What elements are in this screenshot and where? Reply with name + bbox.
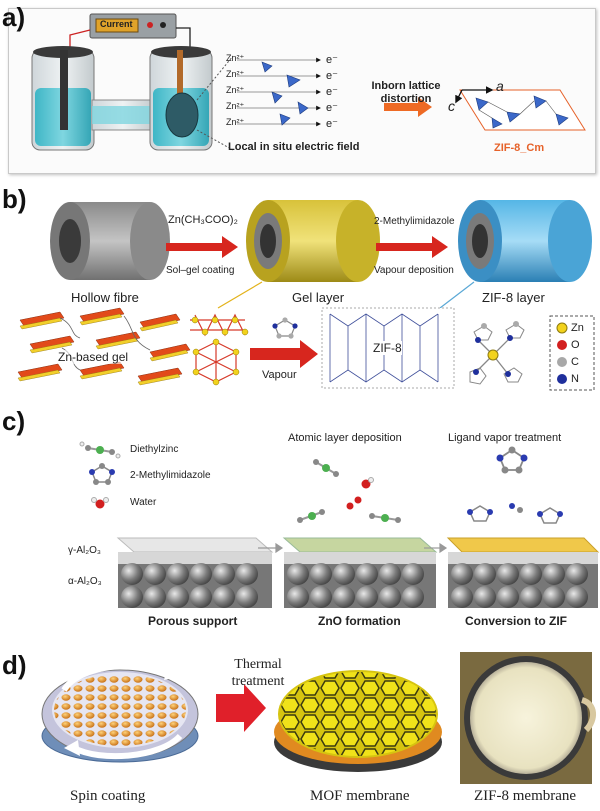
distortion-arrow (384, 97, 432, 117)
vapour-arrow (250, 340, 318, 368)
left-cell (31, 46, 95, 151)
spin-coating-disc (41, 662, 199, 763)
spin-coating-caption: Spin coating (70, 788, 146, 804)
step1-method: Sol–gel coating (166, 265, 235, 276)
ligand-molecules (467, 446, 563, 524)
electron-label: e⁻ (326, 86, 338, 98)
ligand-header: Ligand vapor treatment (448, 432, 562, 444)
legend-water (91, 497, 109, 509)
stage2-label: Gel layer (292, 290, 345, 305)
legend-c-label: C (571, 356, 579, 368)
ion-label: Zn²⁺ (226, 85, 245, 95)
ion-label: Zn²⁺ (226, 69, 245, 79)
legend-diethylzinc-label: Diethylzinc (130, 444, 179, 455)
step1-arrow (166, 236, 238, 258)
panel-b-label: b) (2, 184, 27, 214)
ald-header: Atomic layer deposition (288, 432, 402, 444)
imidazole-molecule (272, 317, 298, 339)
field-caption: Local in situ electric field (228, 141, 360, 153)
zif8-membrane-caption: ZIF-8 membrane (474, 788, 577, 804)
thermal-caption: Thermal treatment (231, 657, 285, 689)
zn-gel-sheets (17, 307, 191, 386)
legend-diethylzinc (79, 441, 121, 459)
porous-support-caption: Porous support (148, 614, 238, 628)
ion-label: Zn²⁺ (226, 117, 245, 127)
zif8-layer-fibre (458, 200, 592, 282)
electron-label: e⁻ (326, 102, 338, 114)
right-cell (149, 46, 213, 151)
legend-zn-swatch (556, 322, 568, 334)
legend-methylimidazole-label: 2-Methylimidazole (130, 470, 211, 481)
axis-a-label: a (496, 78, 504, 94)
zn-coordination (469, 321, 525, 385)
electron-label: e⁻ (326, 118, 338, 130)
gel-layer-fibre (246, 200, 380, 282)
framework-caption: ZIF-8 (373, 341, 402, 355)
legend-methylimidazole (89, 463, 115, 485)
axis-c-label: c (448, 98, 455, 114)
zif8-membrane-photo (460, 652, 596, 784)
thermal-arrow (216, 684, 266, 732)
step1-reagent: Zn(CH₃COO)₂ (168, 214, 238, 226)
gamma-alumina-label: γ-Al₂O₃ (68, 545, 101, 556)
zno-formation-caption: ZnO formation (318, 614, 401, 628)
alpha-alumina-label: α-Al₂O₃ (68, 576, 102, 587)
hollow-fibre (50, 202, 170, 280)
zif-unit-cell (455, 86, 586, 131)
vapour-caption: Vapour (262, 369, 297, 381)
step2-method: Vapour deposition (374, 265, 454, 276)
ald-molecules (297, 459, 401, 523)
step2-arrow (376, 236, 448, 258)
legend-o-swatch (557, 340, 567, 350)
legend-o-label: O (571, 339, 580, 351)
conversion-caption: Conversion to ZIF (465, 614, 567, 628)
power-supply-label: Current (100, 19, 133, 29)
distortion-caption: Inborn lattice distortion (371, 80, 441, 105)
legend-water-label: Water (130, 497, 157, 508)
electron-label: e⁻ (326, 70, 338, 82)
panel-c-label: c) (2, 406, 26, 436)
legend-c-swatch (557, 357, 567, 367)
stage3-label: ZIF-8 layer (482, 290, 545, 305)
product-caption: ZIF-8_Cm (494, 142, 545, 154)
panel-d-label: d) (2, 650, 27, 680)
mof-membrane-disc (274, 670, 442, 772)
gel-caption: Zn-based gel (58, 350, 129, 364)
legend-n-label: N (571, 373, 579, 385)
mof-membrane-caption: MOF membrane (310, 788, 410, 804)
legend-n-swatch (557, 374, 567, 384)
zif-clusters-a (261, 61, 309, 126)
ion-label: Zn²⁺ (226, 101, 245, 111)
stage1-label: Hollow fibre (71, 290, 139, 305)
step2-reagent: 2-Methylimidazole (374, 216, 455, 227)
ion-label: Zn²⁺ (226, 53, 245, 63)
legend-zn-label: Zn (571, 322, 584, 334)
electron-label: e⁻ (326, 54, 338, 66)
panel-a-label: a) (2, 2, 26, 32)
